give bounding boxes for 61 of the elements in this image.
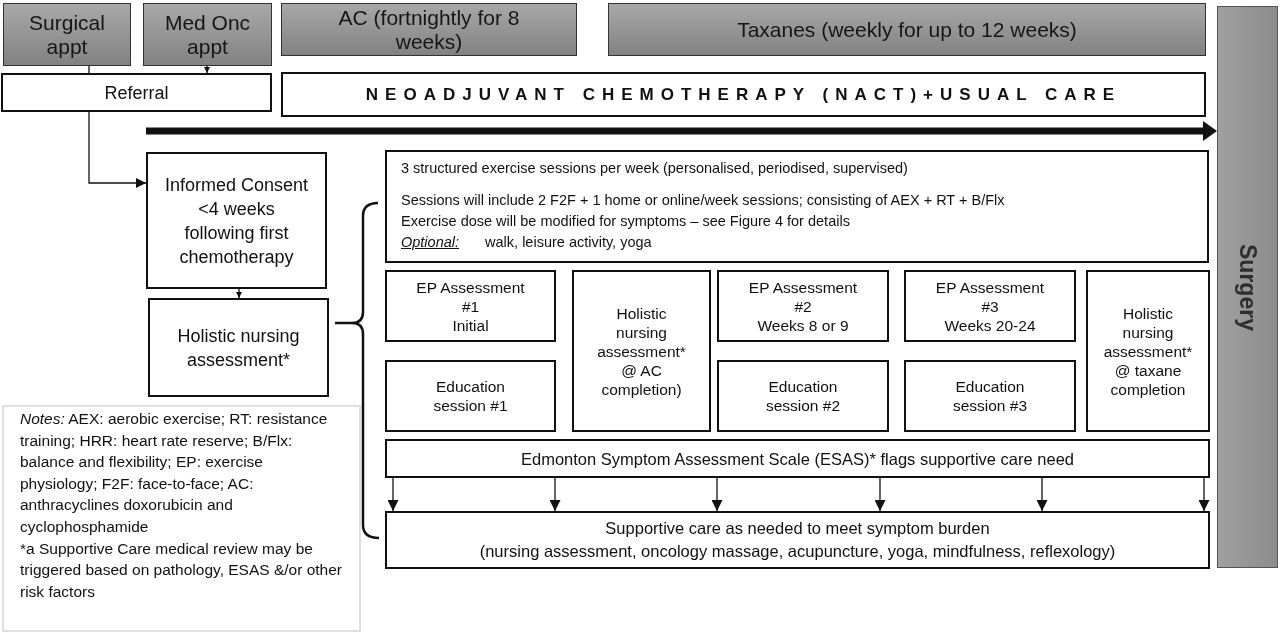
process-box <box>146 152 327 289</box>
step-label: Holistic nursing assessment* @ taxane completion <box>1102 303 1194 399</box>
step-label: Education session #2 <box>764 377 842 415</box>
process-box <box>717 270 889 342</box>
banner-title: NEOADJUVANT CHEMOTHERAPY (NACT)+USUAL CARE <box>365 83 1122 106</box>
header-label: Med Onc appt <box>163 10 252 59</box>
process-box <box>572 270 711 432</box>
step-label: Weeks 20-24 <box>944 315 1036 335</box>
exercise-text: 3 structured exercise sessions per week (personalised, periodised, supervised) <box>401 159 908 178</box>
surgery-label: Surgery <box>1234 243 1261 331</box>
banner <box>281 72 1206 117</box>
header-label: Taxanes (weekly for up to 12 weeks) <box>737 17 1077 42</box>
step-label: (nursing assessment, oncology massage, acupuncture, yoga, mindfulness, reflexology) <box>479 541 1116 562</box>
arrow <box>1036 477 1048 512</box>
step-label: Holistic nursing assessment* @ AC completion) <box>596 303 687 399</box>
header-box <box>3 3 131 66</box>
process-box <box>385 439 1210 478</box>
process-box <box>1 73 272 112</box>
step-label: Weeks 8 or 9 <box>757 315 849 335</box>
step-label: Edmonton Symptom Assessment Scale (ESAS)* flags supportive care need <box>521 448 1074 469</box>
header-label: AC (fortnightly for 8 weeks) <box>337 5 521 54</box>
note-text: *a Supportive Care medical review may be triggered based on pathology, ESAS &/or other risk factors <box>20 538 343 602</box>
arrow <box>236 288 242 299</box>
arrow <box>1198 477 1210 512</box>
process-box <box>385 270 556 342</box>
notes-panel <box>2 405 361 632</box>
process-box <box>385 360 556 432</box>
exercise-text: Optional: walk, leisure activity, yoga <box>401 233 652 252</box>
header-box <box>281 3 577 56</box>
exercise-text: Sessions will include 2 F2F + 1 home or online/week sessions; consisting of AEX + RT + B/Flx <box>401 191 1005 210</box>
process-box <box>717 360 889 432</box>
timeline-arrow <box>146 121 1217 141</box>
arrow <box>204 65 210 74</box>
step-label: Referral <box>104 81 169 104</box>
arrow <box>549 477 561 512</box>
step-label: EP Assessment #3 <box>934 277 1046 316</box>
exercise-text: Exercise dose will be modified for symptoms – see Figure 4 for details <box>401 212 850 231</box>
surgery-bar <box>1217 6 1278 568</box>
arrow <box>874 477 886 512</box>
arrow <box>387 477 399 512</box>
step-label: Education session #1 <box>432 377 509 415</box>
step-label: EP Assessment #2 <box>747 277 859 316</box>
step-label: Education session #3 <box>951 377 1029 415</box>
arrow <box>88 111 147 188</box>
header-box <box>608 3 1206 56</box>
process-box <box>1086 270 1210 432</box>
step-label: Informed Consent <4 weeks following first chemotherapy <box>163 173 310 269</box>
arrow <box>711 477 723 512</box>
note-text: Notes: AEX: aerobic exercise; RT: resistance training; HRR: heart rate reserve; B/Flx: balance and flexibility; EP: exercise physiology; F2F: face-to-face; AC: anthracyclines doxorubicin and cyclophosphamide <box>20 409 329 537</box>
step-label: Holistic nursing assessment* <box>176 324 301 372</box>
exercise-panel <box>385 150 1209 263</box>
step-label: EP Assessment #1 <box>415 277 526 316</box>
connector-line <box>88 65 90 74</box>
process-box <box>385 511 1210 569</box>
process-box <box>148 298 329 397</box>
process-box <box>904 360 1076 432</box>
step-label: Initial <box>452 315 489 335</box>
process-box <box>904 270 1076 342</box>
header-label: Surgical appt <box>28 10 106 59</box>
header-box <box>143 3 272 66</box>
step-label: Supportive care as needed to meet symptom burden <box>605 518 990 539</box>
